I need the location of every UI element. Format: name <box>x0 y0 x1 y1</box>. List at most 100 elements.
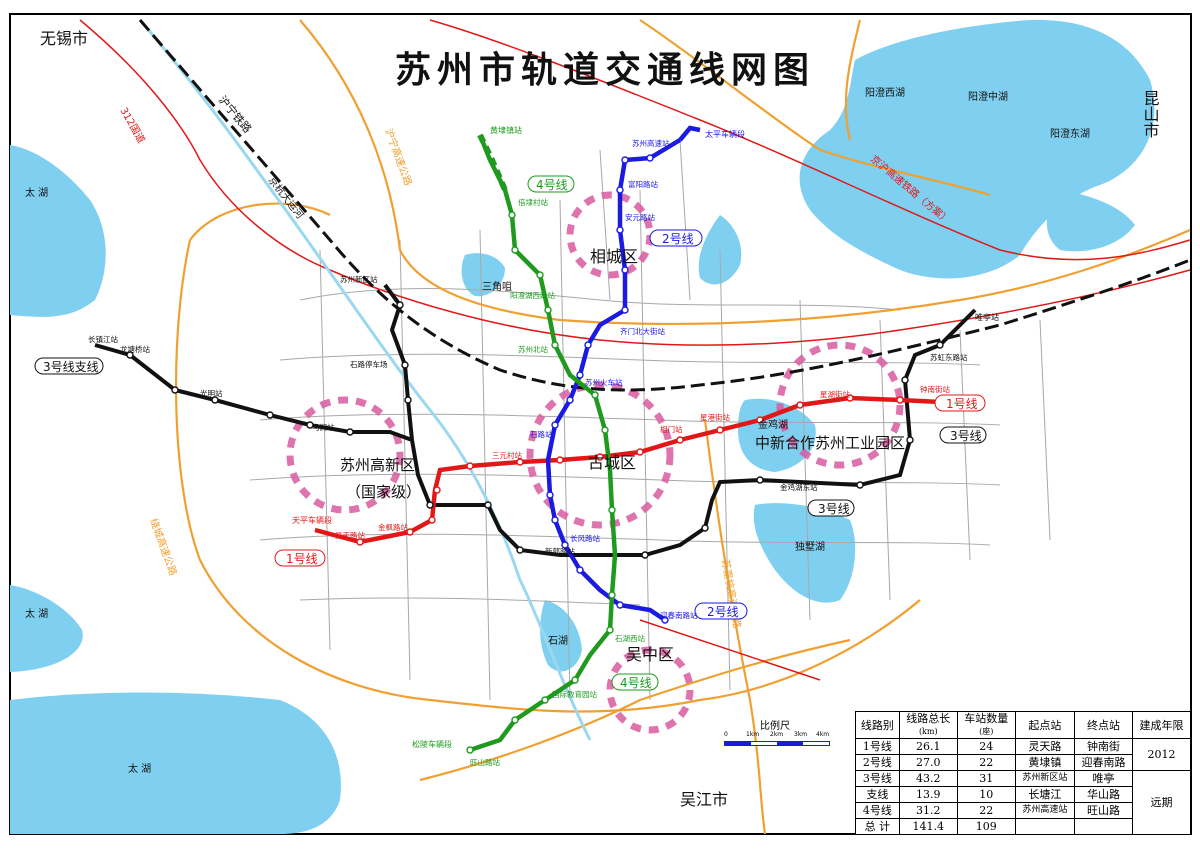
tag-line4-north: 4号线 <box>536 178 568 192</box>
station-branch-4: 光明站 <box>200 388 223 398</box>
lake-taihu-2: 太 湖 <box>25 607 48 620</box>
jinji-lake <box>738 398 816 472</box>
line-3 <box>383 283 977 557</box>
district-gucheng: 古城区 <box>588 453 636 472</box>
station-line2-5: 齐门北大街站 <box>620 326 665 336</box>
line-4-north-dashed <box>477 133 508 192</box>
scale-line <box>724 741 830 746</box>
station-line3-2: 石路停车场 <box>350 359 388 369</box>
station-line1-1: 灵天路站 <box>335 530 365 540</box>
sanjiaozui <box>461 253 505 297</box>
depot-weiting: 唯亭站 <box>975 312 999 322</box>
line-tags: 1号线 1号线 2号线 2号线 3号线 3号线 3号线支线 4号线 4号线 <box>34 175 987 691</box>
orange-east-arc <box>844 19 862 141</box>
line-4 <box>469 134 618 753</box>
tag-line3-south: 3号线 <box>818 502 850 516</box>
station-line2-2: 富阳路站 <box>628 179 658 189</box>
taihu-middle <box>10 585 83 672</box>
scale-tick-4: 4km <box>816 731 830 738</box>
city-wuxi: 无锡市 <box>40 29 88 48</box>
station-line1-9: 三元村站 <box>492 450 522 460</box>
depot-labels: 太平车辆段 黄埭镇站 天平车辆段 松陵车辆段 唯亭站 <box>292 125 999 749</box>
zone-gucheng <box>526 381 674 529</box>
depot-songze: 松陵车辆段 <box>412 739 452 749</box>
zone-xiangcheng <box>566 191 654 279</box>
taihu-south <box>10 692 341 834</box>
lake-taihu-1: 太 湖 <box>25 186 48 199</box>
station-line3-13: 苏虹东路站 <box>930 352 968 362</box>
city-kunshan: 昆山市 <box>1141 90 1160 138</box>
station-labels: 灵天路站 金枫路站 三元村站 相门站 星港街站 星湖街站 钟南街站 苏州高速站 … <box>88 138 968 767</box>
col-length: 线路总长(km) <box>898 711 958 739</box>
scale-tick-1: 1km <box>746 731 760 738</box>
station-line2-11: 石路站 <box>530 429 553 439</box>
station-line2-18: 迎春南路站 <box>660 610 698 620</box>
station-line4-19: 旺山路站 <box>470 757 500 767</box>
station-line3-0: 苏州新区站 <box>340 274 378 284</box>
col-end: 终点站 <box>1074 711 1133 739</box>
grand-canal <box>138 19 592 741</box>
district-sip: 中新合作苏州工业园区 <box>755 434 905 452</box>
station-line1-19: 钟南街站 <box>920 384 950 394</box>
station-line4-14: 石湖西站 <box>615 633 645 643</box>
orange-south <box>419 638 851 782</box>
lake-yangcheng-east: 阳澄东湖 <box>1050 127 1090 140</box>
lake-taihu-3: 太 湖 <box>128 762 151 775</box>
year-2012: 2012 <box>1131 738 1192 771</box>
dushu-lake <box>753 503 856 603</box>
lake-dushu: 独墅湖 <box>795 540 825 553</box>
line-3-stations <box>126 301 944 559</box>
col-start: 起点站 <box>1014 711 1076 739</box>
station-line1-15: 星港街站 <box>700 412 730 422</box>
station-line1-17: 星湖街站 <box>820 389 850 399</box>
district-wuzhong: 吴中区 <box>626 645 674 664</box>
year-far: 远期 <box>1131 770 1192 835</box>
depot-taiping: 太平车辆段 <box>705 129 745 139</box>
lake-sanjiaozui: 三角咀 <box>482 281 512 293</box>
city-wujiang: 吴江市 <box>680 790 728 809</box>
station-branch-8: 马涧站 <box>312 422 335 432</box>
yangcheng-lake-east <box>1046 190 1135 252</box>
lake-yangcheng-west: 阳澄西湖 <box>865 86 905 99</box>
scale-tick-3: 3km <box>794 731 808 738</box>
tag-line1-west: 1号线 <box>286 552 318 566</box>
lake-shihu: 石湖 <box>548 635 568 647</box>
line-1 <box>314 395 941 545</box>
station-line4-1: 倍埭村站 <box>518 197 548 207</box>
table-header-row: 线路别 线路总长(km) 车站数量(座) 起点站 终点站 建成年限 <box>855 711 1192 739</box>
district-xiangcheng: 相城区 <box>590 247 638 266</box>
station-line1-2: 金枫路站 <box>378 522 408 532</box>
depot-tianping: 天平车辆段 <box>292 515 332 525</box>
station-branch-1: 龙塘桥站 <box>120 344 150 354</box>
station-line4-5: 苏州北站 <box>518 344 548 354</box>
orange-north <box>639 19 991 197</box>
station-line1-13: 相门站 <box>660 424 683 434</box>
district-gaoxin-sub: （国家级） <box>346 483 421 501</box>
tag-line1-east: 1号线 <box>946 397 978 411</box>
station-line4-17: 国际教育园站 <box>552 689 597 699</box>
tag-line2-south: 2号线 <box>707 605 739 619</box>
jinghu-hsr <box>429 19 1191 261</box>
tag-line3-branch: 3号线支线 <box>43 360 99 374</box>
red-southeast <box>639 619 821 681</box>
zone-wuzhong <box>606 646 694 734</box>
scale-tick-0: 0 <box>724 731 728 738</box>
tag-line3-east: 3号线 <box>950 429 982 443</box>
depot-huangdai: 黄埭镇站 <box>490 125 522 135</box>
line-1-stations <box>356 394 944 546</box>
zone-sip <box>776 341 904 469</box>
col-line: 线路别 <box>855 711 900 739</box>
yangcheng-lake <box>799 19 1155 279</box>
station-branch-0: 长镇江站 <box>88 334 118 344</box>
station-line2-15: 长风路站 <box>570 533 600 543</box>
station-line3-9: 新郭路站 <box>545 546 575 556</box>
district-gaoxin: 苏州高新区 <box>340 456 415 474</box>
scale-title: 比例尺 <box>760 721 790 732</box>
scale-tick-2: 2km <box>770 731 784 738</box>
raocheng-expressway <box>175 202 921 713</box>
tag-line4-south: 4号线 <box>620 676 652 690</box>
col-stations: 车站数量(座) <box>956 711 1016 739</box>
